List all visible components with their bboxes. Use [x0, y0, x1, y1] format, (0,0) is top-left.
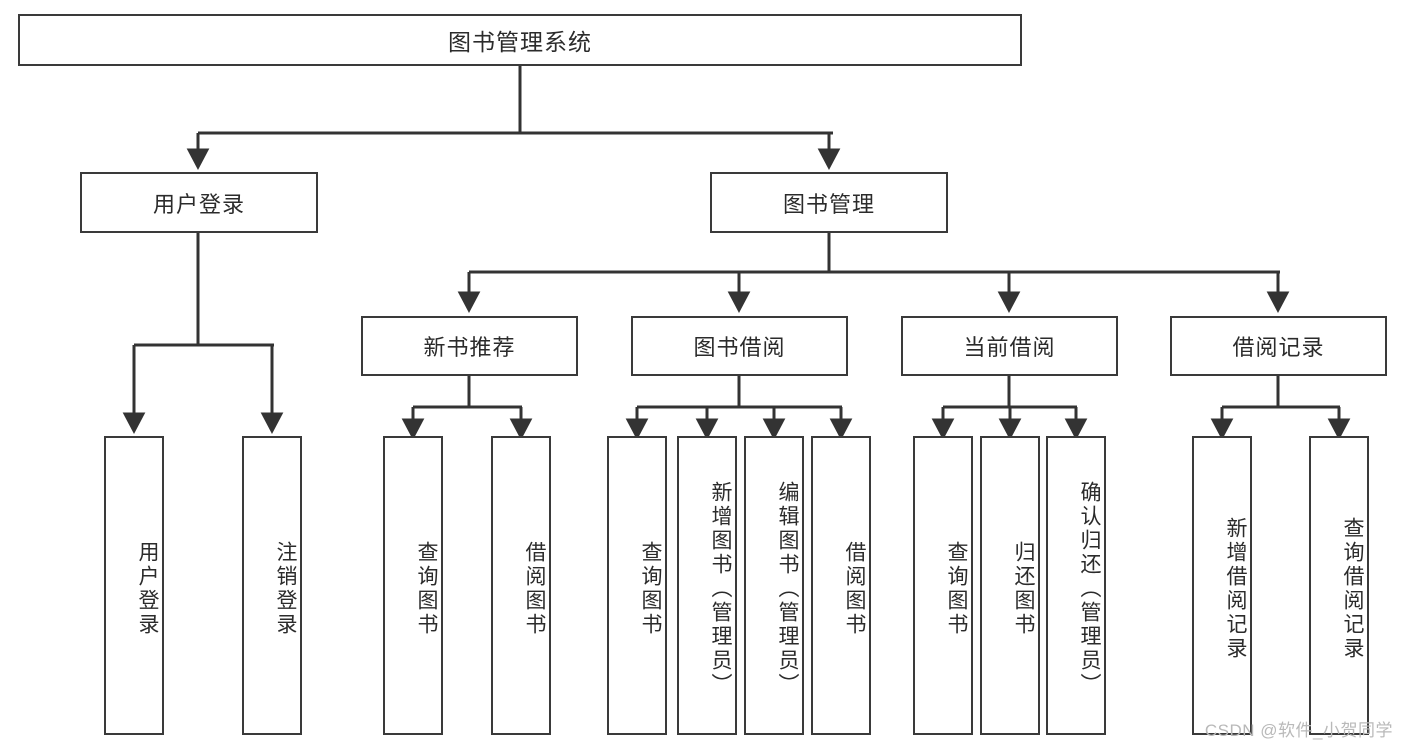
node-label: 确认归还（管理员） — [1078, 480, 1101, 697]
leaf-borrow-book[interactable]: 借阅图书 — [811, 436, 871, 735]
node-current-borrow[interactable]: 当前借阅 — [901, 316, 1118, 376]
node-label: 编辑图书（管理员） — [776, 480, 799, 697]
leaf-add-book-admin[interactable]: 新增图书（管理员） — [677, 436, 737, 735]
node-user-login[interactable]: 用户登录 — [80, 172, 318, 233]
leaf-query-book-current[interactable]: 查询图书 — [913, 436, 973, 735]
leaf-add-borrow-record[interactable]: 新增借阅记录 — [1192, 436, 1252, 735]
leaf-edit-book-admin[interactable]: 编辑图书（管理员） — [744, 436, 804, 735]
node-label: 注销登录 — [274, 540, 297, 637]
node-label: 图书管理系统 — [448, 29, 592, 55]
node-label: 借阅图书 — [523, 540, 546, 637]
node-book-borrow[interactable]: 图书借阅 — [631, 316, 848, 376]
node-label: 当前借阅 — [963, 335, 1056, 360]
node-label: 查询图书 — [415, 540, 438, 637]
leaf-logout-login[interactable]: 注销登录 — [242, 436, 302, 735]
leaf-user-login[interactable]: 用户登录 — [104, 436, 164, 735]
node-root-system[interactable]: 图书管理系统 — [18, 14, 1022, 66]
leaf-query-book-borrow[interactable]: 查询图书 — [607, 436, 667, 735]
node-book-management[interactable]: 图书管理 — [710, 172, 948, 233]
leaf-borrow-book-recommend[interactable]: 借阅图书 — [491, 436, 551, 735]
leaf-confirm-return-admin[interactable]: 确认归还（管理员） — [1046, 436, 1106, 735]
node-label: 图书借阅 — [693, 335, 786, 360]
node-borrow-records[interactable]: 借阅记录 — [1170, 316, 1387, 376]
node-label: 新书推荐 — [423, 335, 516, 360]
node-label: 新增图书（管理员） — [709, 480, 732, 697]
node-label: 用户登录 — [152, 191, 245, 217]
node-label: 查询图书 — [639, 540, 662, 637]
node-label: 新增借阅记录 — [1224, 516, 1247, 661]
node-label: 图书管理 — [782, 191, 875, 217]
node-label: 借阅图书 — [843, 540, 866, 637]
node-label: 借阅记录 — [1232, 335, 1325, 360]
leaf-return-book[interactable]: 归还图书 — [980, 436, 1040, 735]
node-label: 查询图书 — [945, 540, 968, 637]
leaf-query-book-recommend[interactable]: 查询图书 — [383, 436, 443, 735]
node-new-book-recommend[interactable]: 新书推荐 — [361, 316, 578, 376]
leaf-query-borrow-record[interactable]: 查询借阅记录 — [1309, 436, 1369, 735]
node-label: 归还图书 — [1012, 540, 1035, 637]
node-label: 查询借阅记录 — [1341, 516, 1364, 661]
node-label: 用户登录 — [136, 540, 159, 637]
